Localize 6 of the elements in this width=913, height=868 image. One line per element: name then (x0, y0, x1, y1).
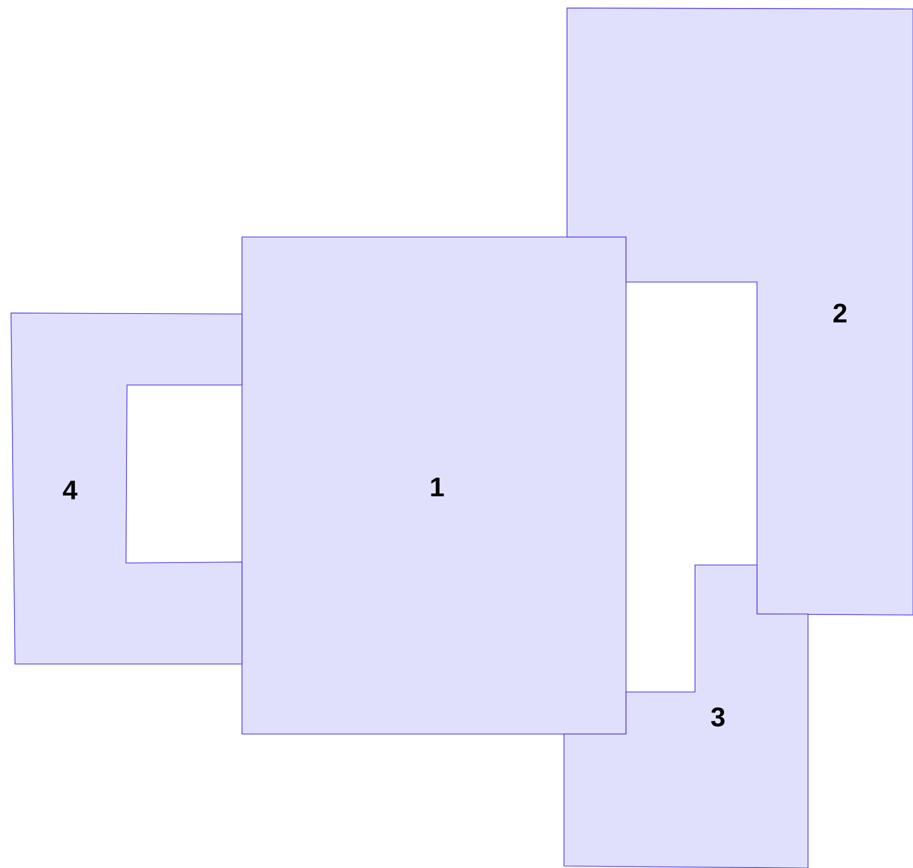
numbered-region: 1 (242, 236, 626, 734)
numbered-region: 3 (564, 564, 808, 868)
node-label: 3 (711, 707, 725, 727)
numbered-region: 4 (10, 312, 242, 664)
node-label: 2 (833, 304, 846, 322)
numbered-region: 2 (566, 8, 913, 616)
